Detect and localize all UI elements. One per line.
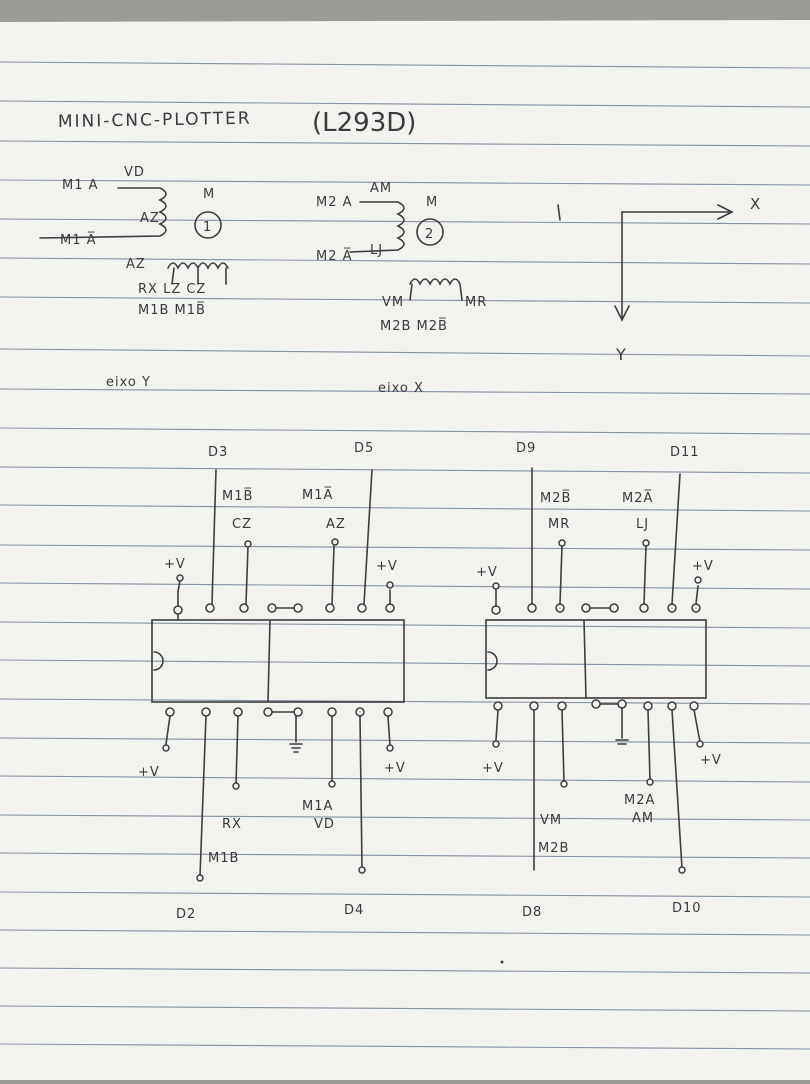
page-title: MINI-CNC-PLOTTER [58,109,252,132]
m2-wire-top-label: M2 A [316,195,353,210]
chip2-coil-lj: LJ [636,517,649,532]
chip2-supply-bottom-left: +V [482,761,504,776]
m1-motor-number: 1 [203,220,211,235]
axes-sketch: X Y [557,195,760,364]
paper-sheet [0,20,810,1080]
chip1-pin-d5: D5 [354,441,374,456]
motor-2-sketch: M2 A AM M2 A̅ LJ M 2 VM MR M2B M2B̅ [316,181,487,334]
chip1-sig-m1a: M1A [302,799,333,814]
m1-coil-labels: RX LZ CZ [138,282,206,297]
chip1-coil-az: AZ [326,517,346,532]
m1-wire-bottom-label: M1 A̅ [60,232,97,248]
chip-1-body [151,619,405,703]
chip-2-body [485,619,707,699]
m2-motor-tag: M [426,195,438,210]
chip2-sig-am: AM [632,811,654,826]
ruled-lines [0,61,810,1050]
chip1-pin-d3: D3 [208,445,228,460]
m1-wire-top-label: M1 A [62,178,99,193]
x-axis-arrow [621,204,734,220]
chip1-supply-bottom-left: +V [138,765,160,780]
m2-tap-top-label: AM [370,181,392,196]
axis-label-right: eixo X [378,381,424,396]
chip1-sig-rx: RX [222,817,242,832]
chip2-supply-bottom-right: +V [700,753,722,768]
m1-coil-b [167,262,229,285]
m1-tap-top-label: VD [124,165,145,180]
chip1-pin-d2: D2 [176,907,196,922]
chip2-sig-m2b-not: M2B̅ [540,490,571,506]
y-axis-arrow [614,211,630,322]
chip2-sig-m2b: M2B [538,841,569,856]
chip1-coil-cz: CZ [232,517,252,532]
motor-1-sketch: M1 A VD AZ M1 A̅ AZ RX LZ CZ M1B M1B̅ M … [39,165,229,318]
m2-bottom-wires: M2B M2B̅ [380,318,448,334]
m2-motor-number: 2 [425,227,433,242]
chip2-sig-vm: VM [540,813,562,828]
x-axis-label: X [750,195,760,213]
m1-tap-mid-label: AZ [140,211,160,226]
page-title-ic: (L293D) [312,108,416,138]
m2-coil-a [349,201,405,253]
pencil-dot [500,960,504,964]
chip1-sig-m1b: M1B [208,851,239,866]
chip2-pin-d11: D11 [670,445,700,460]
m2-wire-bottom-label: M2 A̅ [316,248,353,264]
chip1-supply-top-right: +V [376,559,398,574]
m1-bottom-wires: M1B M1B̅ [138,302,206,318]
chip2-pin-d9: D9 [516,441,536,456]
chip2-sig-m2a-not: M2A̅ [622,490,653,506]
chip2-supply-top-left: +V [476,565,498,580]
chip1-supply-top-left: +V [164,557,186,572]
chip1-supply-bottom-right: +V [384,761,406,776]
axis-label-left: eixo Y [106,375,151,390]
chip1-sig-m1b-not: M1B̅ [222,488,253,504]
m1-motor-circle [194,211,222,239]
chip1-sig-vd: VD [314,817,335,832]
y-axis-label: Y [615,345,626,364]
chip2-pin-d8: D8 [522,905,542,920]
m2-coil-left-label: VM [382,295,404,310]
chip2-coil-mr: MR [548,517,570,532]
chip2-sig-m2a: M2A [624,793,655,808]
chip2-pin-d10: D10 [672,901,702,916]
chip-1-notch [153,651,164,671]
chip2-supply-top-right: +V [692,559,714,574]
chip1-sig-m1a-not: M1A̅ [302,487,333,503]
m2-coil-b [409,278,463,301]
m2-coil-right-label: MR [465,295,487,310]
m1-coil-a [39,187,167,239]
m2-motor-circle [416,218,444,246]
m1-motor-tag: M [203,187,215,202]
chip-2-l293d: D9 D11 M2B̅ M2A̅ MR LJ +V +V +V +V VM M2… [476,441,722,920]
chip-2-notch [487,651,498,671]
chip-1-l293d: D3 D5 M1B̅ M1A̅ CZ AZ +V +V +V +V RX M1A [138,441,406,922]
m1-coil-bottom-label: AZ [126,257,146,272]
chip1-pin-d4: D4 [344,903,364,918]
